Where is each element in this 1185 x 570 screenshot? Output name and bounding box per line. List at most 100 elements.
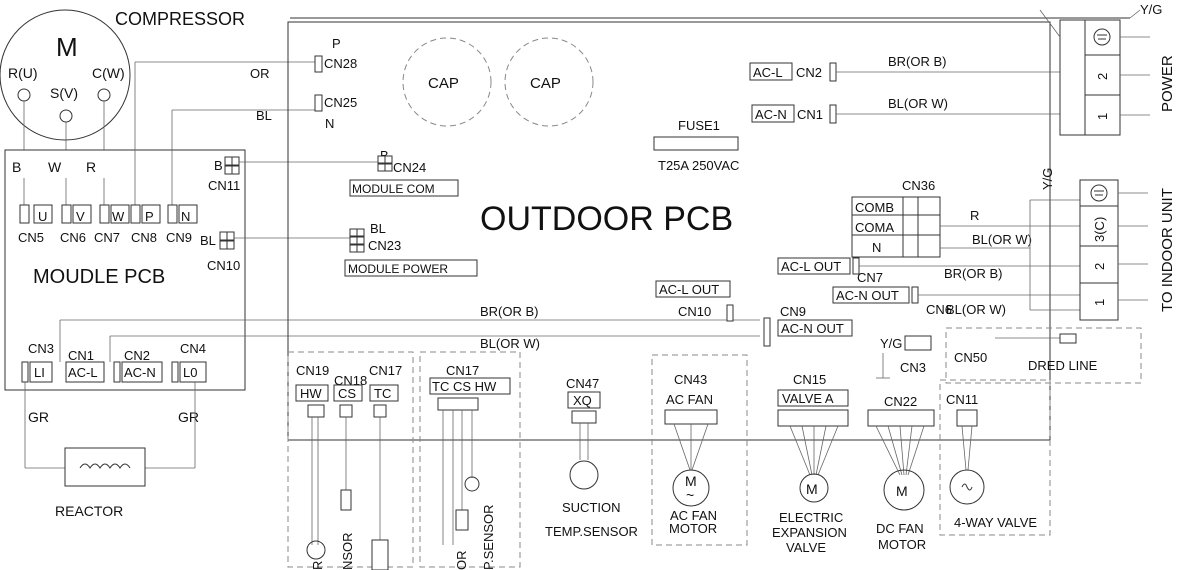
module-com-label: MODULE COM [352,182,435,196]
sensor-cut-nsor: NSOR [340,532,355,570]
cn2-top-label: CN2 [796,65,822,80]
tc-label: TC [374,386,391,401]
cn17a-label: CN17 [369,363,402,378]
eev-motor-icon [799,473,829,503]
eev-label-1: ELECTRIC [779,510,843,525]
dc-fan-label-2: MOTOR [878,537,926,552]
cn22-label: CN22 [884,394,917,409]
indoor-terminal-2: 2 [1092,263,1107,270]
module-power-label: MODULE POWER [348,262,448,276]
reactor-label: REACTOR [55,503,123,519]
label-n-cn25: N [325,116,334,131]
wire-blor-w-top: BL(OR W) [888,96,948,111]
gr-right: GR [178,409,199,425]
to-indoor-label: TO INDOOR UNIT [1159,188,1176,312]
wire-or: OR [250,66,270,81]
label-sv: S(V) [50,85,78,101]
cn3-pe-label: CN3 [900,360,926,375]
cn36-label: CN36 [902,178,935,193]
indoor-terminal-block [1079,179,1119,321]
pin-l0: L0 [183,365,197,380]
sensor-cut-psensor: P.SENSOR [481,504,496,570]
four-way-label: 4-WAY VALVE [954,515,1037,530]
sensor-cut-or: OR [454,551,469,570]
wire-r-indoor: R [970,208,979,223]
label-ru: R(U) [8,65,38,81]
indoor-earth-icon [1090,184,1108,202]
cn15-label: CN15 [793,372,826,387]
wire-b: B [12,159,21,175]
label-cn28: CN28 [324,56,357,71]
wire-bror-b-indoor: BR(OR B) [944,266,1003,281]
label-cn23: CN23 [368,238,401,253]
dc-fan-m: M [896,483,908,499]
pin-n: N [181,209,190,224]
cn50-label: CN50 [954,350,987,365]
yg-indoor: Y/G [1040,168,1055,190]
compressor-label: COMPRESSOR [115,9,245,29]
fuse-rating: T25A 250VAC [658,158,739,173]
label-cn1-mod: CN1 [68,348,94,363]
outdoor-pcb-title: OUTDOOR PCB [480,200,733,238]
acl-top-label: AC-L [753,65,783,80]
terminal-w [97,88,111,102]
label-cn9-mod: CN9 [166,230,192,245]
label-cn25: CN25 [324,95,357,110]
pin-v: V [76,209,85,224]
cap-2 [504,37,594,127]
wire-bror-b-top: BR(OR B) [888,54,947,69]
cn11-label: CN11 [946,392,978,407]
label-cn6: CN6 [60,230,86,245]
moudle-pcb-title: MOUDLE PCB [33,266,165,288]
cn9-label: CN9 [780,304,806,319]
label-cn10-mod: CN10 [207,258,240,273]
ac-fan-motor-label-1: AC FAN [670,508,717,523]
suction-label-1: SUCTION [562,500,621,515]
cn10-label: CN10 [678,304,711,319]
compressor-motor-circle [0,9,131,141]
outdoor-pcb-board [287,21,1051,441]
suction-sensor-icon [569,460,599,490]
wire-blor-w-mid: BL(OR W) [480,336,540,351]
n36-label: N [872,240,881,255]
ac-fan-tilde: ~ [686,487,694,503]
pin-acl: AC-L [68,365,98,380]
indoor-terminal-3c: 3(C) [1092,217,1107,242]
sensor-group-1 [287,351,414,568]
cn19-label: CN19 [296,363,329,378]
fuse1-body [653,136,739,151]
label-cn5: CN5 [18,230,44,245]
acn-top-label: AC-N [755,107,787,122]
eev-label-2: EXPANSION [772,525,847,540]
wire-r: R [86,159,96,175]
reactor-box [64,447,146,487]
pin-w: W [112,209,125,224]
power-earth-icon [1093,28,1111,46]
indoor-terminal-1: 1 [1092,299,1107,306]
four-way-valve-icon [949,469,985,505]
pin-acn: AC-N [124,365,156,380]
acn-out-label: AC-N OUT [836,288,899,303]
power-terminal-2: 2 [1095,73,1110,80]
pin-u: U [38,209,47,224]
dc-fan-label-1: DC FAN [876,521,924,536]
label-bl-cn23: BL [370,221,386,236]
four-way-group [939,379,1051,536]
cap-1-label: CAP [428,75,459,92]
cs-label: CS [338,386,356,401]
label-cn3-mod: CN3 [28,341,54,356]
label-p: P [332,36,341,51]
coma-label: COMA [855,220,894,235]
acl-out-mid-label: AC-L OUT [659,282,719,297]
label-b-cn11: B [214,158,223,173]
sensor-cut-r: R [310,561,325,570]
eev-label-3: VALVE [786,540,826,555]
sensor-group-2 [419,351,521,568]
ac-fan-motor-icon [672,469,710,507]
wire-blor-w-indoor: BL(OR W) [972,232,1032,247]
module-pcb-board [4,149,246,391]
cap-2-label: CAP [530,75,561,92]
pin-li: LI [34,365,45,380]
label-cn4-mod: CN4 [180,341,206,356]
